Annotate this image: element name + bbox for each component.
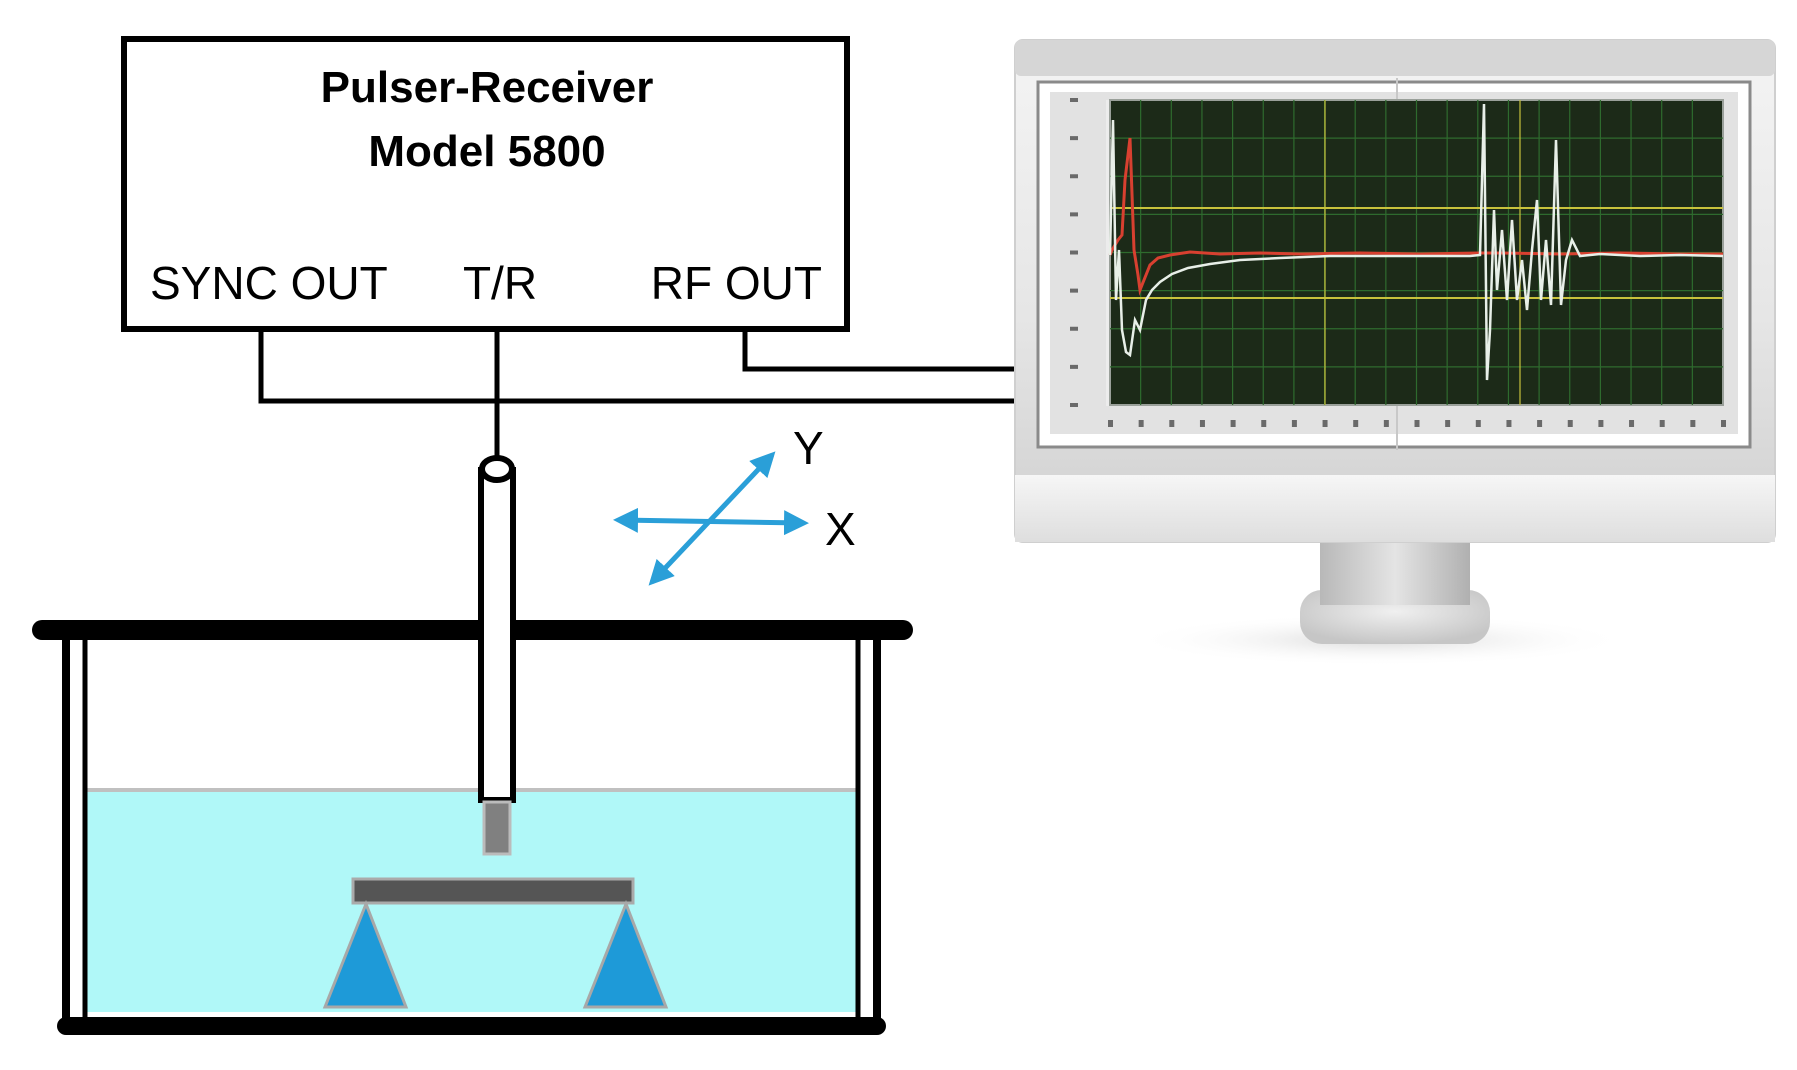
rf-out-port-label: RF OUT <box>651 257 822 309</box>
y-tick-mark <box>1070 98 1078 102</box>
left-support <box>322 899 409 1009</box>
y-axis-label: Y <box>793 422 824 474</box>
trace-white <box>1108 103 1724 381</box>
pulser-receiver-box: Pulser-Receiver Model 5800 SYNC OUT T/R … <box>121 36 850 332</box>
y-tick-mark <box>1070 212 1078 217</box>
y-tick-mark <box>1070 326 1078 331</box>
x-tick-mark <box>1475 420 1481 427</box>
x-tick-mark <box>1199 420 1205 427</box>
y-tick-mark <box>1070 364 1078 369</box>
monitor-icon <box>1014 39 1776 666</box>
specimen-plate <box>351 877 635 905</box>
xy-scan-arrows-icon <box>613 451 809 586</box>
x-tick-mark <box>1659 420 1665 427</box>
device-title-line2: Model 5800 <box>368 127 605 176</box>
x-tick-mark <box>1230 420 1236 427</box>
cables <box>258 329 1017 460</box>
x-tick-mark <box>1138 420 1144 427</box>
specimen-setup <box>322 877 669 1009</box>
x-tick-mark <box>1598 420 1604 427</box>
connector-icon <box>479 455 515 483</box>
x-tick-mark <box>1291 420 1297 427</box>
x-tick-mark <box>1108 420 1113 427</box>
tr-port-label: T/R <box>463 257 537 309</box>
sync-out-port-label: SYNC OUT <box>150 257 388 309</box>
y-tick-mark <box>1070 288 1078 293</box>
x-tick-mark <box>1567 420 1573 427</box>
y-tick-mark <box>1070 250 1078 255</box>
y-axis-arrow <box>648 451 776 586</box>
x-tick-mark <box>1721 420 1726 427</box>
x-tick-mark <box>1383 420 1389 427</box>
x-tick-mark <box>1537 420 1543 427</box>
x-tick-mark <box>1690 420 1696 427</box>
x-tick-mark <box>1629 420 1635 427</box>
transducer-tip <box>482 800 512 856</box>
x-tick-mark <box>1414 420 1420 427</box>
x-tick-mark <box>1322 420 1328 427</box>
device-title-line1: Pulser-Receiver <box>321 63 654 112</box>
water-tank <box>32 620 913 1035</box>
monitor-neck <box>1320 535 1470 605</box>
y-tick-mark <box>1070 174 1078 179</box>
oscilloscope-screen <box>1108 99 1724 406</box>
x-tick-mark <box>1169 420 1175 427</box>
y-tick-mark <box>1070 136 1078 141</box>
sync-out-cable <box>258 329 1017 404</box>
right-support <box>582 899 669 1009</box>
x-tick-mark <box>1506 420 1512 427</box>
x-tick-mark <box>1445 420 1451 427</box>
transducer <box>478 455 516 856</box>
rf-out-cable <box>742 329 1017 372</box>
x-tick-mark <box>1353 420 1359 427</box>
x-tick-mark <box>1261 420 1267 427</box>
y-tick-mark <box>1070 403 1078 407</box>
x-axis-label: X <box>825 503 856 555</box>
